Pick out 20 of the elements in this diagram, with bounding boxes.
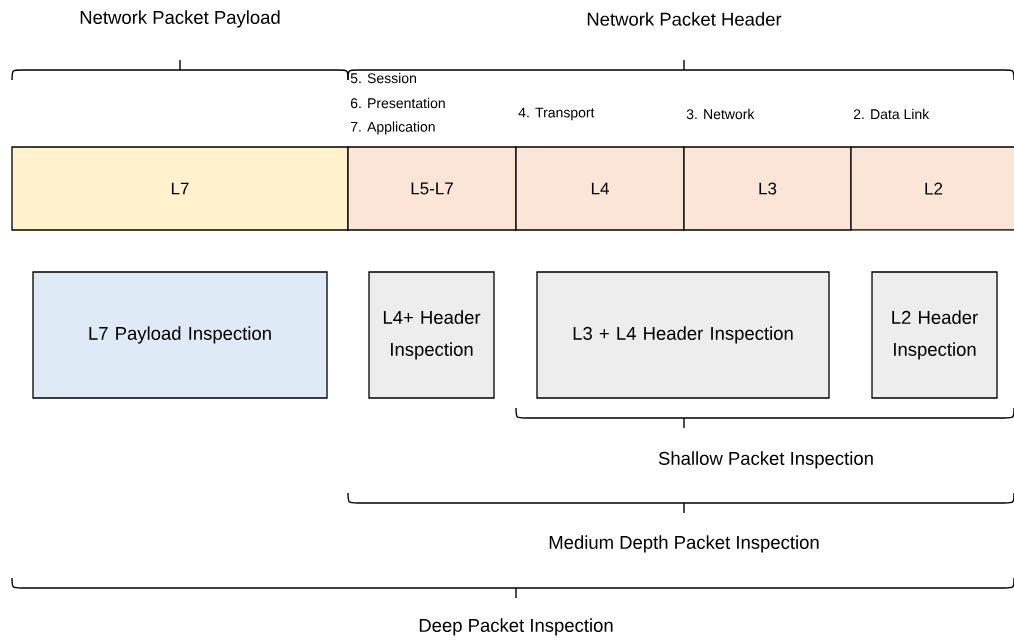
layer-name: 6. Presentation — [350, 97, 445, 109]
layer-name: 3. Network — [686, 108, 755, 120]
layer-name: 2. Data Link — [853, 108, 930, 120]
layer-name: 5. Session — [350, 72, 416, 84]
inspection-box: L2 Header Inspection — [871, 271, 998, 399]
bracket-label: Network Packet Header — [587, 12, 782, 26]
inspection-box: L7 Payload Inspection — [32, 271, 328, 399]
layer-cell: L2 — [850, 146, 1014, 231]
bracket-label: Deep Packet Inspection — [419, 618, 613, 636]
inspection-box: L3 + L4 Header Inspection — [536, 271, 830, 399]
layer-cell: L4 — [515, 146, 685, 231]
layer-cell: L7 — [11, 146, 349, 231]
layer-cell: L5-L7 — [347, 146, 517, 231]
bracket-label: Medium Depth Packet Inspection — [549, 535, 819, 553]
layer-name: 7. Application — [350, 121, 435, 135]
layer-cell: L3 — [683, 146, 852, 231]
layer-name: 4. Transport — [518, 107, 595, 121]
bracket-label: Network Packet Payload — [80, 10, 280, 28]
inspection-box: L4+ Header Inspection — [368, 271, 495, 399]
bracket-label: Shallow Packet Inspection — [658, 451, 873, 469]
